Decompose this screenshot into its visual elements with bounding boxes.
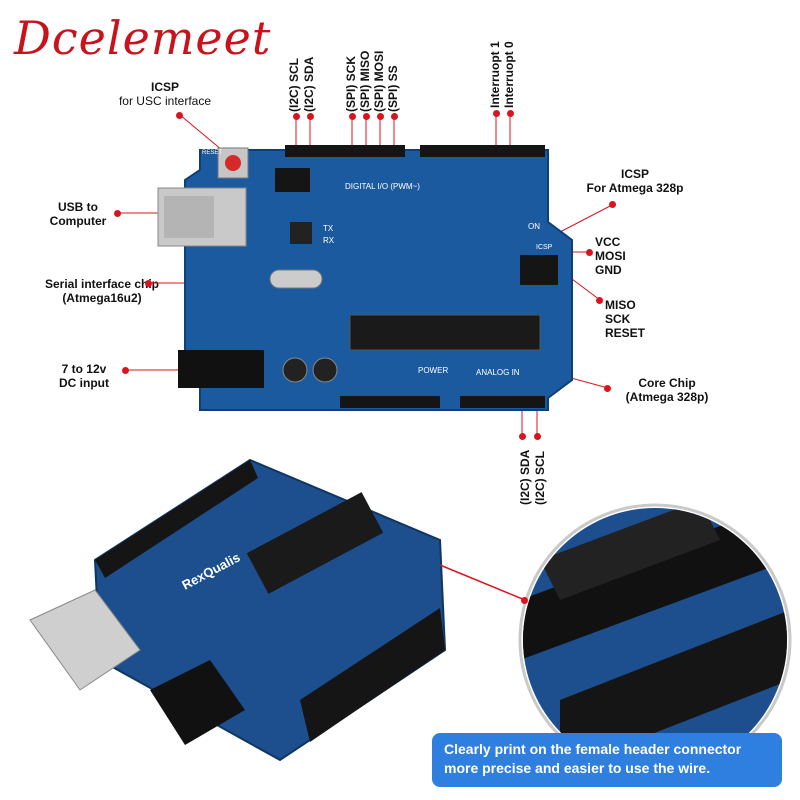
- dc-jack: [178, 350, 264, 388]
- banner-line-1: Clearly print on the female header conne…: [444, 741, 742, 757]
- callout-sck: SCK: [605, 312, 631, 326]
- banner-line-2: more precise and easier to use the wire.: [444, 760, 711, 776]
- dot-top-5: [377, 113, 384, 120]
- dot-bottom-1: [519, 433, 526, 440]
- silk-icsp: ICSP: [536, 244, 553, 251]
- callout-usb-line2: Computer: [49, 214, 107, 228]
- callout-icsp-atmega: ICSP For Atmega 328p: [570, 167, 700, 195]
- silk-on: ON: [528, 222, 540, 231]
- callout-mosi: MOSI: [595, 249, 626, 263]
- silk-power: POWER: [418, 366, 449, 375]
- dot-core: [604, 385, 611, 392]
- callout-miso: MISO: [605, 298, 636, 312]
- dot-miso: [596, 297, 603, 304]
- dot-top-4: [363, 113, 370, 120]
- core-chip: [349, 314, 541, 351]
- dot-top-2: [307, 113, 314, 120]
- dot-serial: [145, 280, 152, 287]
- callout-core-line1: Core Chip: [638, 376, 696, 390]
- callout-core-chip: Core Chip (Atmega 328p): [612, 376, 722, 404]
- callout-usb: USB to Computer: [38, 200, 118, 228]
- callout-dc-line2: DC input: [59, 376, 109, 390]
- callout-serial: Serial interface chip (Atmega16u2): [22, 277, 182, 305]
- callout-vcc: VCC: [595, 235, 621, 249]
- dot-bottom-2: [534, 433, 541, 440]
- dot-top-7: [493, 110, 500, 117]
- info-banner: Clearly print on the female header conne…: [432, 733, 782, 787]
- silk-reset: RESET: [202, 150, 223, 156]
- callout-gnd: GND: [595, 263, 622, 277]
- dot-icsp-usb: [176, 112, 183, 119]
- callout-icsp-pins-2: MISO SCK RESET: [605, 298, 645, 340]
- serial-chip: [290, 222, 312, 244]
- callout-reset: RESET: [605, 326, 646, 340]
- silk-rx: RX: [323, 236, 335, 245]
- lower-usb: [29, 589, 141, 691]
- callout-icsp-pins: VCC MOSI GND: [595, 235, 626, 277]
- callout-icsp-usb: ICSP for USC interface: [95, 80, 235, 108]
- dot-top-8: [507, 110, 514, 117]
- callout-icsp-usb-title: ICSP: [150, 80, 179, 94]
- callout-core-line2: (Atmega 328p): [625, 390, 709, 404]
- callout-icsp-atmega-line1: ICSP: [620, 167, 649, 181]
- reset-button: [225, 155, 241, 171]
- callout-dc-line1: 7 to 12v: [61, 362, 107, 376]
- dot-dc: [122, 367, 129, 374]
- callout-usb-line1: USB to: [58, 200, 98, 214]
- callout-dc: 7 to 12v DC input: [44, 362, 124, 390]
- dot-top-6: [391, 113, 398, 120]
- callout-serial-line1: Serial interface chip: [44, 277, 160, 291]
- brand-logo: Dcelemeet: [14, 11, 272, 65]
- dot-icsp-atmega: [609, 201, 616, 208]
- callout-serial-line2: (Atmega16u2): [62, 291, 142, 305]
- icsp-header: [520, 255, 558, 285]
- lower-board: [93, 458, 447, 762]
- silk-analog: ANALOG IN: [476, 368, 520, 377]
- callout-icsp-atmega-line2: For Atmega 328p: [586, 181, 684, 195]
- silk-digital: DIGITAL I/O (PWM~): [345, 182, 420, 191]
- dot-top-3: [349, 113, 356, 120]
- dot-vcc: [586, 249, 593, 256]
- callout-icsp-usb-sub: for USC interface: [118, 94, 212, 108]
- dot-usb: [114, 210, 121, 217]
- dot-top-1: [293, 113, 300, 120]
- dot-zoom: [521, 597, 528, 604]
- silk-tx: TX: [323, 224, 334, 233]
